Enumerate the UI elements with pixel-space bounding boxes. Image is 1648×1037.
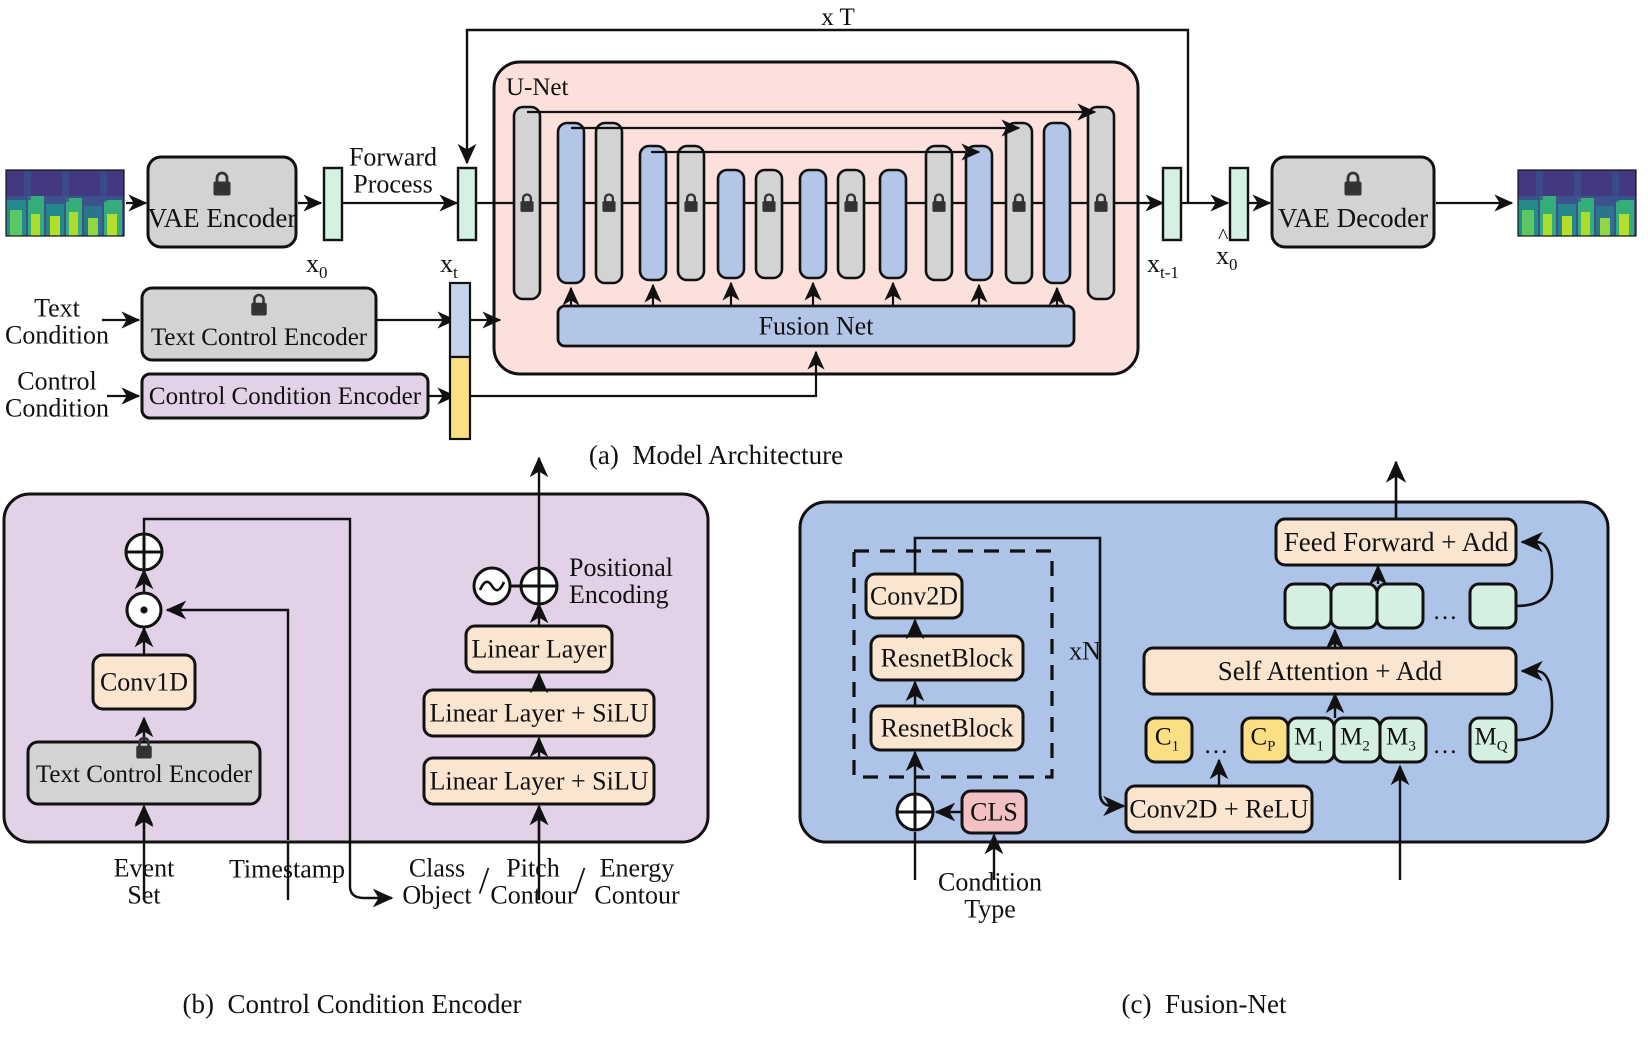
lock-icon [683, 193, 700, 214]
latent-xt-label: xt [440, 249, 458, 283]
energy-contour-label: Energy Contour [594, 853, 680, 910]
sine-wave-icon [472, 566, 512, 606]
token-ellipsis-2: … [1432, 731, 1460, 759]
token-out-1 [1283, 582, 1333, 630]
token-ellipsis-1: … [1203, 731, 1231, 759]
event-set-label: Event Set [113, 853, 175, 910]
lock-icon [601, 193, 618, 214]
slash-1: / [478, 860, 490, 903]
pe-add-node [519, 566, 559, 606]
token-m3-label: M3 [1386, 723, 1416, 755]
unet-block-8 [798, 168, 828, 280]
token-mq-label: MQ [1474, 723, 1508, 755]
lock-icon [1093, 193, 1110, 214]
unet-block-12 [964, 144, 994, 282]
unet-label: U-Net [506, 74, 569, 101]
slash-2: / [574, 860, 586, 903]
latent-xt-bar [456, 166, 478, 242]
lock-icon [931, 193, 948, 214]
token-cp-label: CP [1250, 723, 1276, 755]
token-out-3 [1375, 582, 1425, 630]
caption-a: (a) Model Architecture [588, 439, 844, 470]
positional-encoding-label: Positional Encoding [569, 553, 674, 610]
forward-process-label: Forward Process [348, 142, 438, 199]
lock-icon [211, 171, 233, 197]
conv2d-relu-label: Conv2D + ReLU [1129, 794, 1309, 824]
vae-encoder-label: VAE Encoder [147, 202, 297, 233]
self-attention-label: Self Attention + Add [1217, 655, 1443, 686]
control-condition-label: Control Condition [4, 366, 110, 423]
latent-xhat0-label: ^x0 [1216, 223, 1238, 275]
condition-latent-yellow-bar [448, 355, 472, 441]
text-condition-label: Text Condition [4, 293, 110, 350]
token-out-2 [1329, 582, 1379, 630]
lock-icon [519, 193, 536, 214]
panelc-conv2d-label: Conv2D [869, 581, 959, 611]
timestamp-label: Timestamp [228, 854, 346, 884]
latent-xhat0-bar [1228, 166, 1250, 242]
lock-icon [843, 193, 860, 214]
token-m1-label: M1 [1294, 723, 1324, 755]
latent-xt-1-label: xt-1 [1147, 249, 1179, 283]
unet-block-14 [1042, 121, 1072, 285]
latent-xt-1-bar [1161, 166, 1183, 242]
cls-label: CLS [970, 797, 1018, 827]
panelb-linear-silu-2-label: Linear Layer + SiLU [429, 766, 649, 796]
multiply-node [125, 591, 163, 629]
unet-block-10 [878, 168, 908, 280]
panelb-linear-layer-label: Linear Layer [471, 634, 607, 664]
feed-forward-label: Feed Forward + Add [1283, 526, 1509, 557]
spectrogram-input-icon [5, 169, 125, 237]
token-out-q [1468, 582, 1518, 630]
unet-block-6 [716, 168, 746, 280]
lock-icon [249, 293, 269, 317]
panela-text-control-encoder-label: Text Control Encoder [150, 323, 368, 351]
panelb-linear-silu-1-label: Linear Layer + SiLU [429, 698, 649, 728]
fusion-net-label: Fusion Net [758, 311, 874, 341]
unet-block-9 [836, 168, 866, 280]
unet-block-7 [754, 168, 784, 280]
lock-icon [134, 736, 154, 760]
condition-type-label: Condition Type [937, 867, 1043, 924]
repeat-label: xN [1069, 636, 1101, 666]
lock-icon [1011, 193, 1028, 214]
unet-block-4 [638, 144, 668, 282]
latent-x0-bar [322, 166, 344, 242]
panelc-resnetblock-1-label: ResnetBlock [880, 643, 1014, 673]
caption-b: (b) Control Condition Encoder [182, 988, 522, 1019]
panelb-conv1d-label: Conv1D [99, 667, 189, 697]
lock-icon [761, 193, 778, 214]
unet-block-2 [556, 121, 586, 285]
loop-label: x T [821, 3, 855, 31]
vae-decoder-label: VAE Decoder [1277, 202, 1429, 233]
panelb-text-control-encoder-label: Text Control Encoder [35, 760, 253, 788]
token-out-ellipsis: … [1432, 597, 1460, 625]
spectrogram-output-icon [1517, 169, 1637, 237]
add-node-b [124, 532, 164, 572]
token-m2-label: M2 [1340, 723, 1370, 755]
lock-icon [1342, 171, 1364, 197]
panelc-add-node [895, 792, 935, 832]
panela-control-condition-encoder-label: Control Condition Encoder [148, 382, 422, 410]
latent-x0-label: x0 [306, 249, 328, 283]
token-c1-label: C1 [1154, 723, 1180, 755]
pitch-contour-label: Pitch Contour [490, 853, 576, 910]
class-object-label: Class Object [402, 853, 472, 910]
condition-latent-blue-bar [448, 281, 472, 359]
caption-c: (c) Fusion-Net [1121, 988, 1287, 1019]
panelc-resnetblock-2-label: ResnetBlock [880, 713, 1014, 743]
